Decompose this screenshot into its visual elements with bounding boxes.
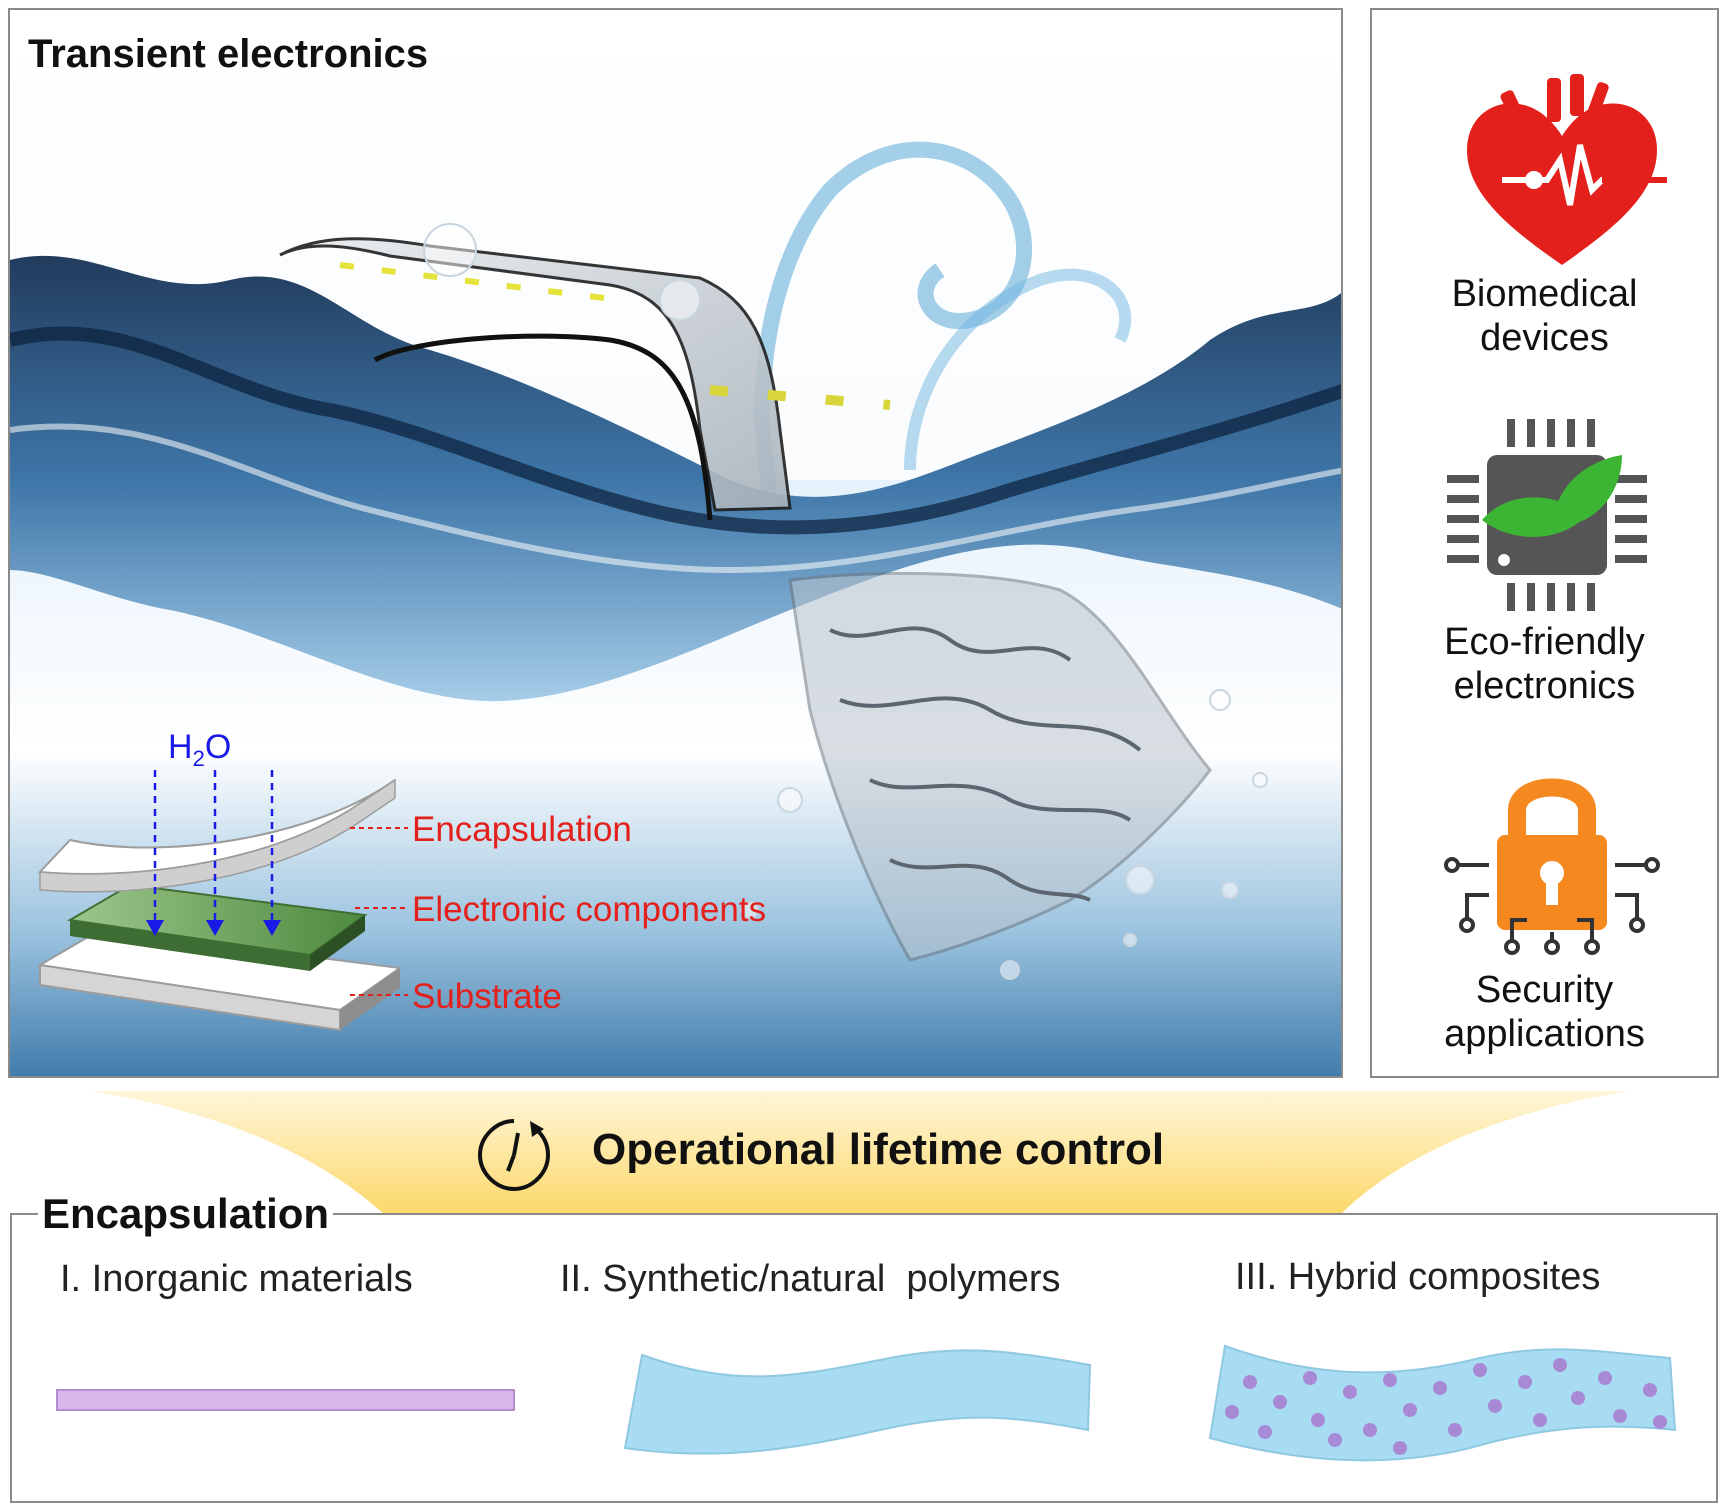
- padlock-icon: [1444, 778, 1660, 955]
- material-label-polymers: II. Synthetic/natural polymers: [560, 1258, 1061, 1300]
- inorganic-film: [56, 1389, 515, 1411]
- composite-particles: [1225, 1358, 1667, 1455]
- electronic-components-label: Electronic components: [412, 890, 767, 929]
- encapsulation-title: Encapsulation: [38, 1190, 334, 1238]
- chip-leaf-icon: [1447, 419, 1647, 611]
- water-label: H2O: [168, 728, 232, 771]
- panel-title: Transient electronics: [28, 32, 429, 76]
- water-scene: [10, 10, 1341, 1076]
- composite-film: [1208, 1344, 1677, 1462]
- material-label-hybrid: III. Hybrid composites: [1235, 1256, 1601, 1298]
- encapsulation-box: [10, 1213, 1718, 1503]
- heart-icon: [1467, 74, 1667, 265]
- lifetime-banner: [90, 1091, 1630, 1215]
- lifetime-label: Operational lifetime control: [592, 1125, 1165, 1174]
- substrate-label: Substrate: [412, 977, 562, 1016]
- material-label-inorganic: I. Inorganic materials: [60, 1258, 413, 1300]
- layer-stack-illustration: [37, 770, 408, 1032]
- material-illustrations: [56, 1344, 1677, 1462]
- polymer-film: [623, 1349, 1092, 1455]
- transient-electronics-panel: Transient electronics H2O Encapsulation …: [8, 8, 1343, 1078]
- clock-cycle-icon: [477, 1119, 551, 1192]
- encapsulation-layer-label: Encapsulation: [412, 810, 632, 849]
